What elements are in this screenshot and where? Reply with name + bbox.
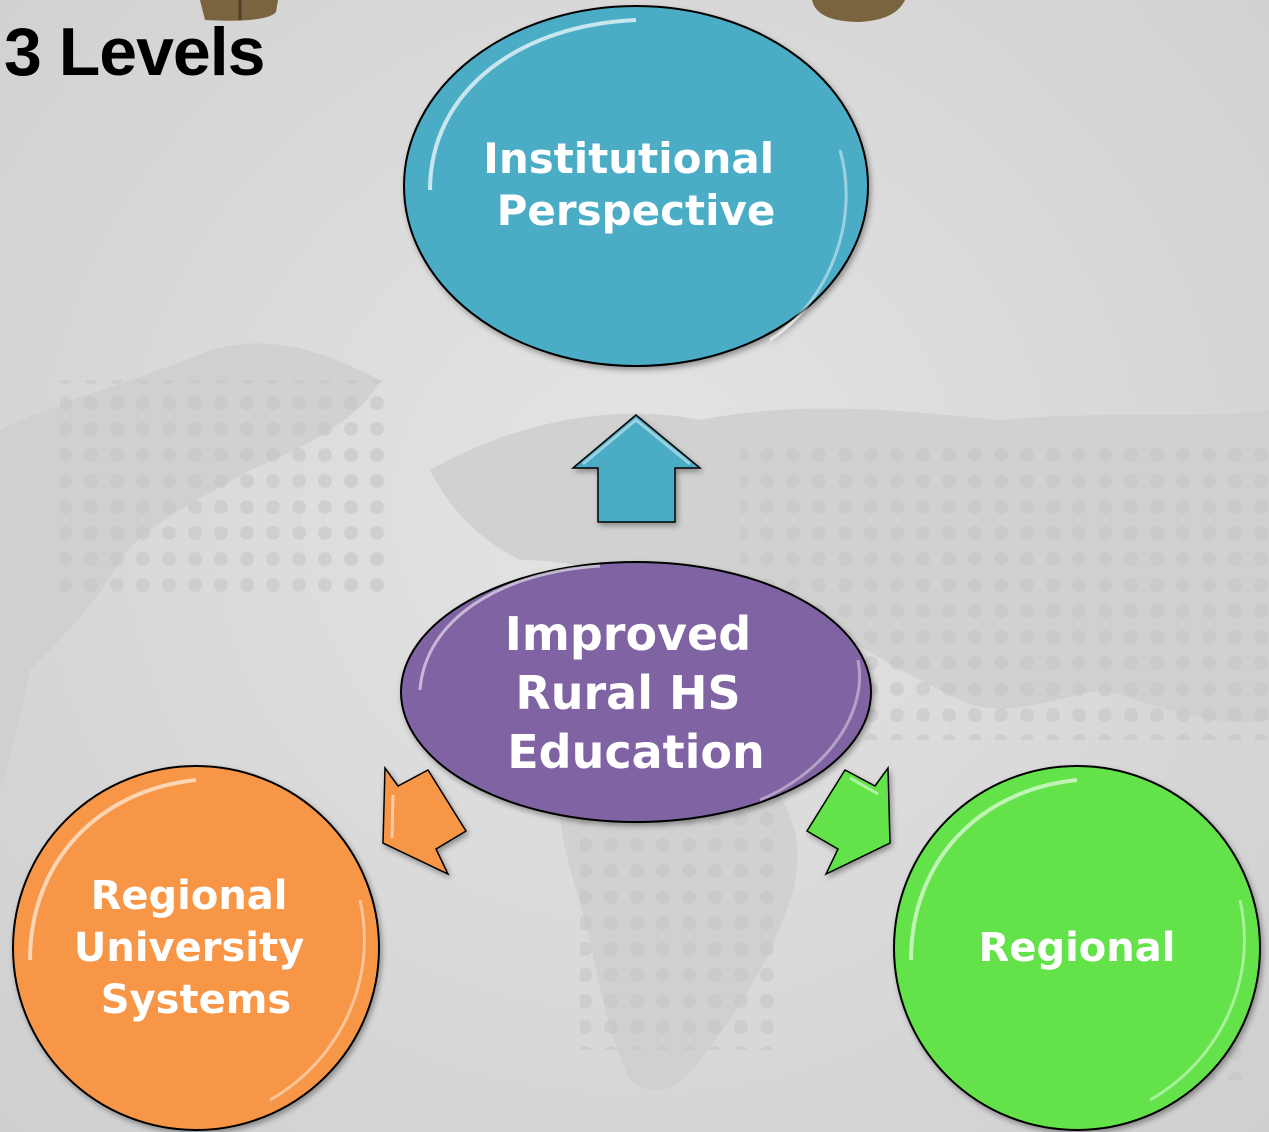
node-label-line: Education <box>507 725 765 779</box>
node-label-line: Systems <box>101 977 291 1023</box>
node-label: Institutional Perspective <box>483 134 789 235</box>
node-regional-university-systems: Regional University Systems <box>12 765 380 1131</box>
node-label-line: Perspective <box>497 186 776 235</box>
node-label-line: Regional <box>979 925 1176 971</box>
node-improved-rural-hs-education: Improved Rural HS Education <box>400 561 872 823</box>
arrow-up-to-top-node <box>570 414 703 523</box>
arrow-down-right-to-right-node <box>805 765 891 876</box>
decorative-box-top-left <box>200 0 278 21</box>
node-label: Regional University Systems <box>74 873 318 1023</box>
node-label-line: Rural HS <box>515 666 740 720</box>
node-label-line: Institutional <box>483 134 774 183</box>
node-label: Regional <box>979 925 1176 971</box>
decorative-box-top-right <box>812 0 905 22</box>
map-dot-texture <box>60 380 1269 1080</box>
slide-title: 3 Levels <box>4 14 265 90</box>
arrow-down-left-to-left-node <box>382 765 468 876</box>
node-label: Improved Rural HS Education <box>505 607 767 779</box>
node-label-line: Regional <box>91 873 288 919</box>
node-label-line: Improved <box>505 607 751 661</box>
node-label-line: University <box>74 925 304 971</box>
node-regional: Regional <box>893 765 1261 1131</box>
node-institutional-perspective: Institutional Perspective <box>403 5 869 367</box>
